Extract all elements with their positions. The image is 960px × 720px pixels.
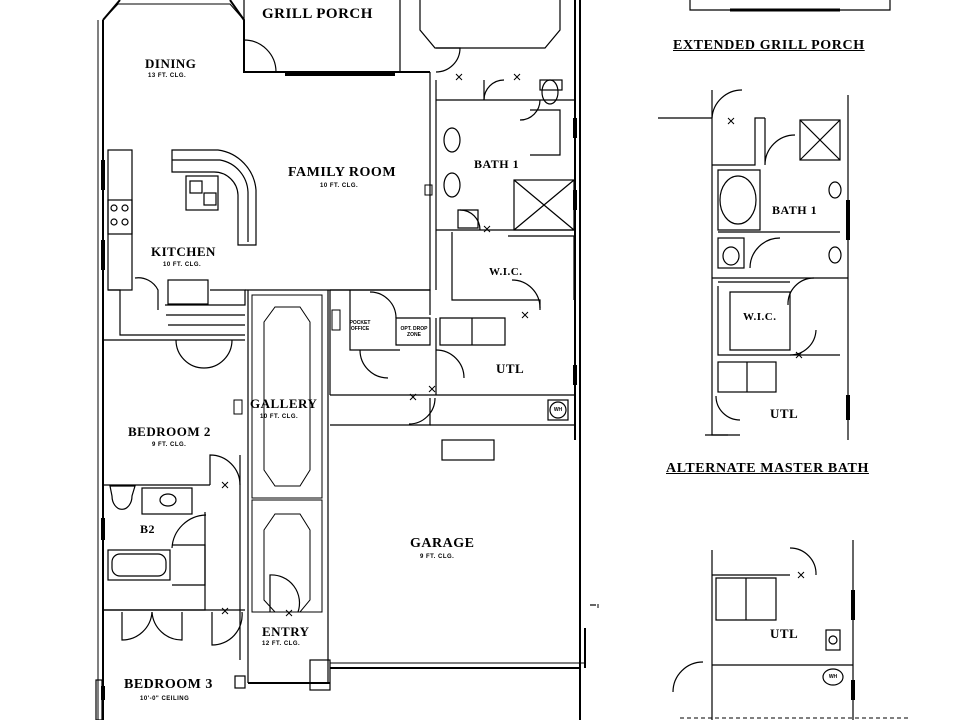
kitchen-area	[107, 149, 257, 336]
exterior-walls	[97, 0, 586, 720]
extended-grill-porch-option	[689, 0, 891, 12]
wh-label: WH	[553, 407, 563, 413]
garage-walls	[441, 439, 596, 606]
alt-wic-label: W.I.C.	[743, 311, 777, 323]
b2-label: B2	[140, 522, 156, 536]
bedroom2-ceiling-label: 9 FT. CLG.	[152, 442, 187, 448]
gallery-walls	[247, 290, 329, 683]
kitchen-label: KITCHEN	[151, 244, 216, 259]
pocket-office-label: POCKET OFFICE	[349, 320, 371, 332]
bedroom2-walls	[103, 339, 245, 660]
utility-option	[672, 540, 910, 720]
family-room-ceiling-label: 10 FT. CLG.	[320, 183, 359, 189]
bedroom2-label: BEDROOM 2	[128, 424, 211, 439]
grill-porch-label: GRILL PORCH	[262, 6, 373, 22]
garage-label: GARAGE	[410, 536, 475, 551]
kitchen-ceiling-label: 10 FT. CLG.	[163, 262, 202, 268]
gallery-ceiling-label: 10 FT. CLG.	[260, 414, 299, 420]
entry-ceiling-label: 12 FT. CLG.	[262, 641, 301, 647]
bath1-label: BATH 1	[474, 157, 520, 171]
bedroom3-label: BEDROOM 3	[124, 677, 213, 692]
entry-walls	[95, 659, 331, 720]
gallery-label: GALLERY	[250, 396, 318, 411]
drop-zone-label: OPT. DROP ZONE	[400, 326, 428, 338]
alt-utl-label: UTL	[770, 406, 799, 421]
dining-label: DINING	[145, 56, 197, 71]
extended-grill-porch-heading: EXTENDED GRILL PORCH	[673, 38, 865, 53]
utl-label: UTL	[496, 361, 525, 376]
utility-walls	[329, 289, 575, 426]
wic-label: W.I.C.	[489, 266, 523, 278]
symbols	[233, 184, 599, 608]
alternate-master-bath-option	[658, 89, 850, 440]
window-marks	[101, 72, 577, 700]
bedroom3-ceiling-label: 10'-0" CEILING	[140, 696, 190, 702]
door-marks	[221, 73, 529, 617]
alternate-master-bath-heading: ALTERNATE MASTER BATH	[666, 461, 869, 476]
alt-wh-label: WH	[828, 674, 838, 680]
alt-bath1-label: BATH 1	[772, 203, 818, 217]
alt-utl2-label: UTL	[770, 626, 799, 641]
dining-ceiling-label: 13 FT. CLG.	[148, 73, 187, 79]
entry-label: ENTRY	[262, 624, 310, 639]
grill-porch-walls	[243, 0, 561, 73]
garage-ceiling-label: 9 FT. CLG.	[420, 554, 455, 560]
family-room-walls	[245, 47, 575, 346]
family-room-label: FAMILY ROOM	[288, 165, 397, 180]
